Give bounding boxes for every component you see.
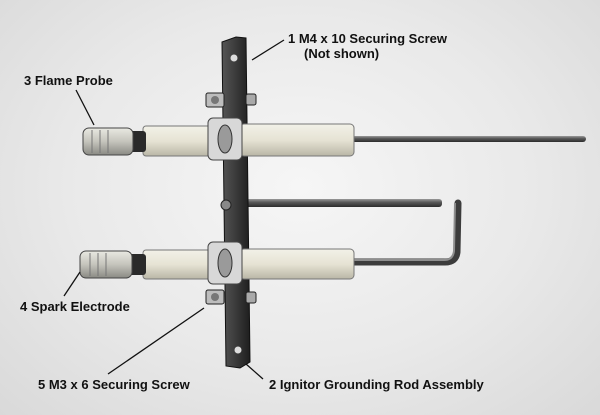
leader-line-4: [63, 271, 81, 297]
mounting-plate: [220, 36, 251, 369]
label-flame-probe: 3 Flame Probe: [24, 73, 113, 88]
label-grounding-rod-assembly: 2 Ignitor Grounding Rod Assembly: [269, 377, 484, 392]
leader-lines: [63, 39, 285, 380]
leader-line-1: [251, 39, 285, 61]
spark-electrode: [79, 241, 355, 285]
label-not-shown: (Not shown): [304, 46, 380, 61]
label-securing-screw-m3: 5 M3 x 6 Securing Screw: [38, 377, 190, 392]
leader-line-2: [245, 363, 264, 380]
leader-line-5: [107, 307, 205, 375]
spark-electrode-rod: [346, 199, 462, 266]
flame-probe-rod: [352, 136, 586, 142]
grounding-rod: [236, 199, 442, 207]
label-securing-screw-m4: 1 M4 x 10 Securing Screw: [288, 31, 447, 46]
label-spark-electrode: 4 Spark Electrode: [20, 299, 130, 314]
securing-screws-top: [205, 92, 257, 108]
leader-line-3: [75, 89, 95, 126]
securing-screws-bottom: [205, 289, 257, 305]
flame-probe: [82, 117, 355, 161]
